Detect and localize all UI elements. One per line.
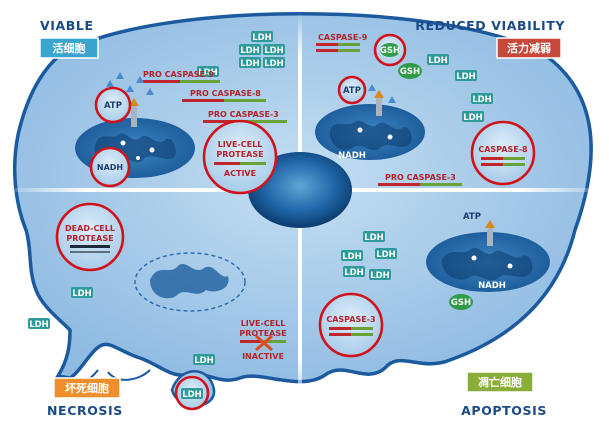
dead-cell-protease-circle: DEAD-CELL PROTEASE — [55, 202, 125, 272]
svg-text:LDH: LDH — [252, 33, 272, 43]
atp-circle-viable: ATP — [94, 86, 132, 124]
atp-label-apoptosis: ATP — [463, 212, 481, 222]
badge-viable-label: 活细胞 — [53, 41, 86, 55]
svg-text:LIVE-CELL: LIVE-CELL — [218, 140, 263, 149]
badge-apoptosis-label: 凋亡细胞 — [478, 375, 522, 389]
svg-text:LDH: LDH — [240, 46, 260, 56]
svg-text:ATP: ATP — [104, 101, 122, 111]
ldh-cluster-viable: LDH LDH LDH LDH LDH LDH — [197, 31, 285, 78]
quadrant-title-reduced: REDUCED VIABILITY — [415, 18, 565, 33]
mitochondrion-apoptosis: NADH — [426, 220, 550, 292]
svg-text:LDH: LDH — [344, 268, 364, 278]
svg-text:LDH: LDH — [194, 356, 214, 366]
svg-text:DEAD-CELL: DEAD-CELL — [65, 224, 115, 233]
atp-triangles-reduced — [368, 84, 396, 103]
svg-text:LDH: LDH — [342, 252, 362, 262]
gsh-blob-reduced: GSH — [398, 63, 422, 79]
svg-text:ATP: ATP — [343, 86, 361, 96]
pro-caspase-3-viable: PRO CASPASE-3 — [203, 110, 287, 123]
svg-text:GSH: GSH — [380, 46, 400, 56]
caspase-9-reduced: CASPASE-9 — [316, 33, 368, 52]
svg-text:ACTIVE: ACTIVE — [224, 169, 256, 178]
svg-text:GSH: GSH — [451, 298, 471, 308]
svg-text:PRO CASPASE-3: PRO CASPASE-3 — [385, 173, 456, 182]
badge-reduced-label: 活力减弱 — [507, 41, 551, 55]
svg-text:CASPASE-3: CASPASE-3 — [326, 315, 375, 324]
badge-viable — [39, 37, 99, 59]
quadrant-title-apoptosis: APOPTOSIS — [461, 403, 547, 418]
svg-text:LDH: LDH — [182, 390, 202, 400]
atp-triangles-viable — [106, 72, 154, 95]
svg-text:NADH: NADH — [97, 163, 123, 172]
caspase-3-circle-apoptosis: CASPASE-3 — [318, 292, 384, 358]
badge-apoptosis — [466, 371, 534, 393]
ldh-bleb-circle: LDH — [174, 375, 210, 411]
mitochondrion-reduced: NADH — [315, 90, 425, 161]
ldh-cluster-reduced: LDH LDH LDH LDH — [427, 54, 493, 123]
svg-text:CASPASE-9: CASPASE-9 — [318, 33, 368, 42]
quadrant-title-necrosis: NECROSIS — [47, 403, 123, 418]
svg-text:PROTEASE: PROTEASE — [239, 329, 286, 338]
fragmented-mitochondrion — [134, 252, 246, 312]
svg-text:LDH: LDH — [463, 113, 483, 123]
svg-text:LDH: LDH — [370, 271, 390, 281]
svg-text:LDH: LDH — [264, 59, 284, 69]
live-cell-protease-inactive: LIVE-CELL PROTEASE INACTIVE — [239, 319, 286, 361]
svg-text:LIVE-CELL: LIVE-CELL — [241, 319, 286, 328]
svg-text:LDH: LDH — [72, 289, 92, 299]
svg-text:CASPASE-8: CASPASE-8 — [478, 145, 528, 154]
live-cell-protease-active: LIVE-CELL PROTEASE ACTIVE — [202, 119, 278, 195]
gsh-circle-reduced: GSH — [373, 33, 407, 67]
pro-caspase-3-reduced: PRO CASPASE-3 — [378, 173, 462, 186]
svg-text:LDH: LDH — [428, 56, 448, 66]
svg-text:LDH: LDH — [198, 68, 218, 78]
ldh-cluster-apoptosis: LDH LDH LDH LDH LDH — [341, 231, 397, 281]
svg-text:PRO CASPASE-3: PRO CASPASE-3 — [208, 110, 279, 119]
svg-text:LDH: LDH — [472, 95, 492, 105]
svg-text:ATP: ATP — [463, 212, 481, 222]
nadh-circle-viable: NADH — [89, 146, 131, 188]
svg-text:PRO CASPASE-9: PRO CASPASE-9 — [143, 70, 214, 79]
atp-circle-reduced: ATP — [337, 75, 367, 105]
svg-text:LDH: LDH — [364, 233, 384, 243]
pro-caspase-9-viable: PRO CASPASE-9 — [140, 70, 220, 83]
svg-text:LDH: LDH — [29, 320, 49, 330]
svg-text:LDH: LDH — [264, 46, 284, 56]
svg-text:LDH: LDH — [456, 72, 476, 82]
badge-reduced — [496, 37, 562, 59]
membrane-fragment — [107, 369, 151, 381]
gsh-blob-apoptosis: GSH — [449, 294, 473, 310]
svg-text:GSH: GSH — [400, 67, 420, 77]
svg-text:LDH: LDH — [240, 59, 260, 69]
svg-text:NADH: NADH — [338, 151, 366, 161]
svg-text:PROTEASE: PROTEASE — [216, 150, 263, 159]
svg-text:LDH: LDH — [376, 250, 396, 260]
svg-text:NADH: NADH — [478, 281, 506, 291]
svg-text:INACTIVE: INACTIVE — [242, 352, 284, 361]
pro-caspase-8-viable: PRO CASPASE-8 — [182, 89, 266, 102]
quadrant-title-viable: VIABLE — [40, 18, 94, 33]
caspase-8-circle-reduced: CASPASE-8 — [470, 120, 536, 186]
badge-necrosis — [53, 377, 121, 399]
ldh-necrosis: LDH LDH LDH — [28, 287, 215, 366]
badge-necrosis-label: 坏死细胞 — [65, 381, 109, 395]
svg-text:PROTEASE: PROTEASE — [66, 234, 113, 243]
svg-text:PRO CASPASE-8: PRO CASPASE-8 — [190, 89, 261, 98]
